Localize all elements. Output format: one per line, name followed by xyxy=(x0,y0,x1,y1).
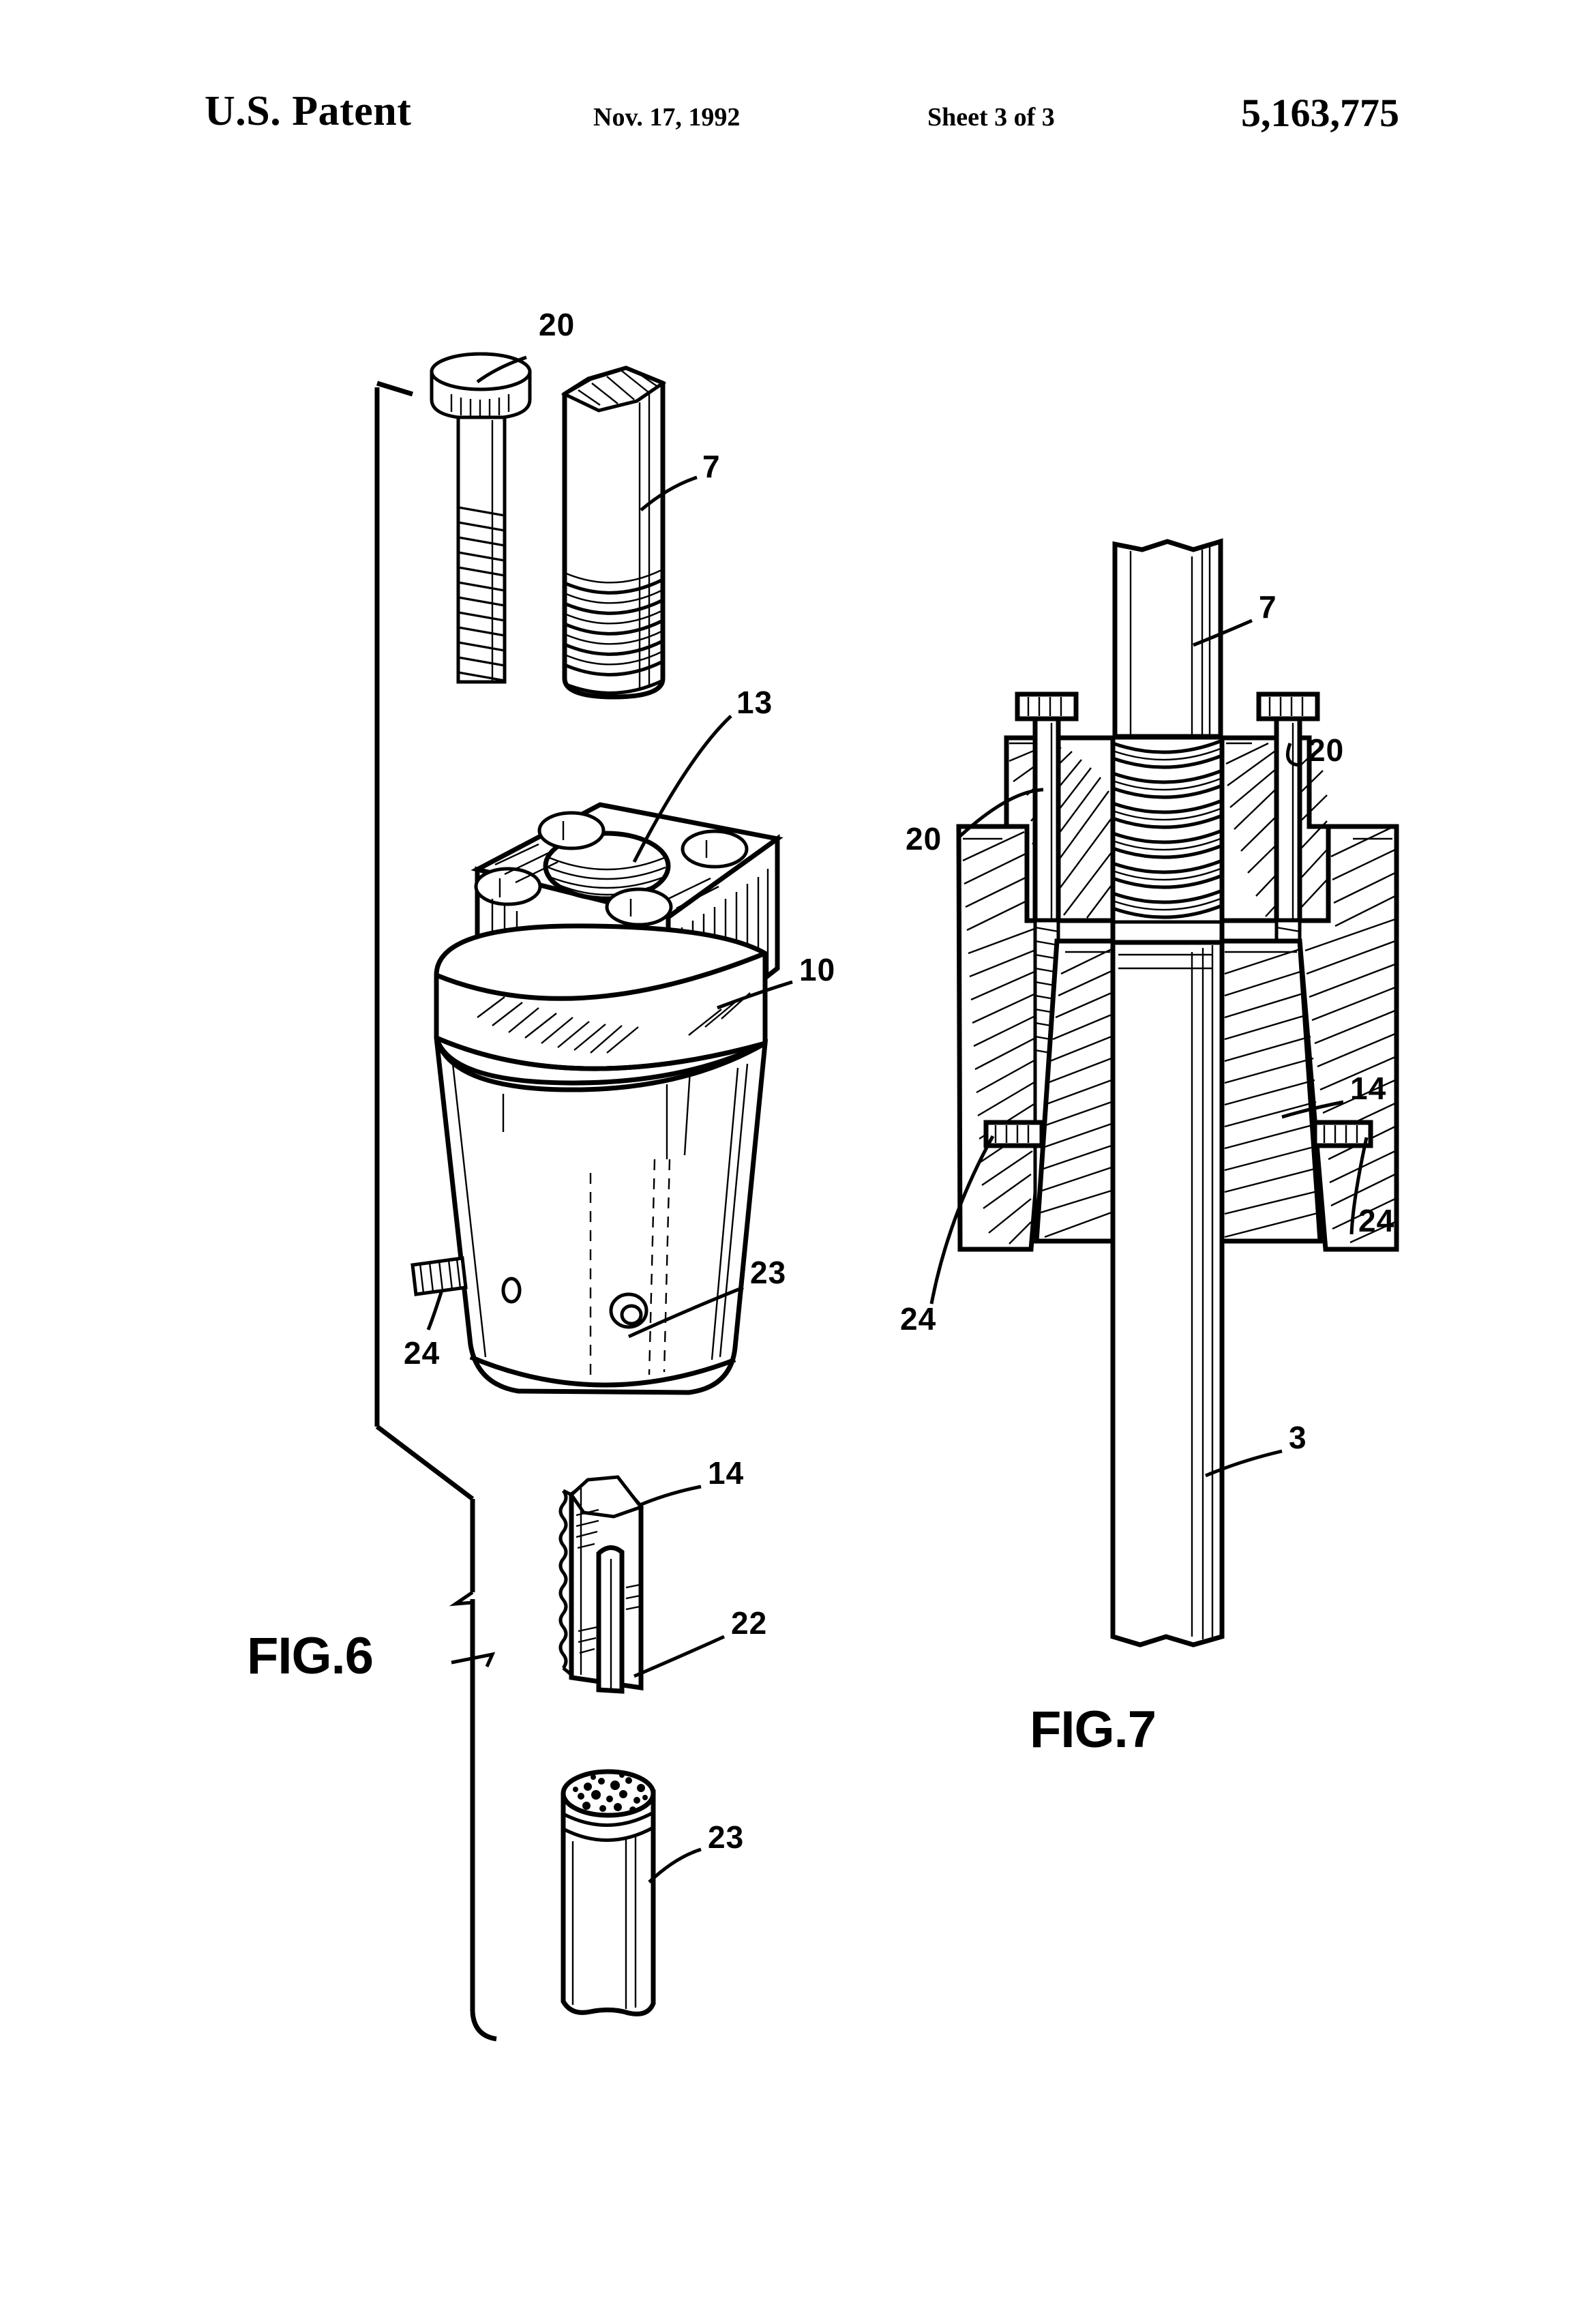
patent-office-title: U.S. Patent xyxy=(205,88,412,134)
figure-7-label: FIG.7 xyxy=(1030,1701,1156,1759)
seated-set-screw xyxy=(609,1292,648,1329)
callout-23-fig6-hidden: 23 xyxy=(750,1255,786,1290)
core-sample-23 xyxy=(561,1769,656,2016)
figure-6-bracket xyxy=(374,381,497,2042)
callout-13-fig6: 13 xyxy=(736,685,773,720)
set-screw-24-section-right xyxy=(1312,1120,1373,1148)
patent-number: 5,163,775 xyxy=(1241,91,1399,135)
figure-6-drawing: 20 7 13 10 23 24 14 22 23 xyxy=(374,307,835,2042)
callout-10-fig6: 10 xyxy=(799,952,835,987)
callout-20-fig7-left: 20 xyxy=(906,821,942,856)
rod-thread-section xyxy=(1111,736,1224,924)
figure-6-label: FIG.6 xyxy=(247,1627,373,1685)
callout-22-fig6: 22 xyxy=(731,1605,767,1641)
sheet-number: Sheet 3 of 3 xyxy=(927,103,1055,132)
figure-7-drawing: 7 20 20 14 24 24 3 xyxy=(900,538,1399,1648)
callout-7-fig6: 7 xyxy=(702,449,721,484)
callout-14-fig7: 14 xyxy=(1350,1071,1386,1106)
set-screw-24-section-left xyxy=(983,1120,1045,1148)
callout-14-fig6: 14 xyxy=(708,1455,744,1491)
callout-3-fig7: 3 xyxy=(1289,1420,1307,1455)
callout-24-fig6: 24 xyxy=(404,1335,440,1371)
callout-20-fig7-right: 20 xyxy=(1308,732,1344,768)
callout-7-fig7: 7 xyxy=(1259,589,1277,625)
cap-screw-bolt-20 xyxy=(430,352,532,684)
figure-7-label-wrap: FIG.7 xyxy=(1030,1698,1262,1783)
core-barrel-3 xyxy=(1110,940,1225,1648)
threaded-rod-7 xyxy=(561,366,667,700)
wedge-jaw-14-section xyxy=(1034,938,1323,1244)
wedge-jaw-14 xyxy=(558,1475,644,1694)
figure-6-label-wrap: FIG.6 xyxy=(247,1624,496,1710)
tapered-body-10 xyxy=(434,923,768,1395)
patent-header: U.S. Patent Nov. 17, 1992 Sheet 3 of 3 5… xyxy=(0,0,1582,164)
figure-7-callouts: 7 20 20 14 24 24 3 xyxy=(900,589,1394,1478)
callout-23-fig6: 23 xyxy=(708,1819,744,1855)
callout-24-fig7-right: 24 xyxy=(1358,1203,1394,1238)
patent-date: Nov. 17, 1992 xyxy=(593,103,741,132)
callout-24-fig7-left: 24 xyxy=(900,1301,936,1337)
figure-6-callouts: 20 7 13 10 23 24 14 22 23 xyxy=(404,307,835,1883)
set-screw-24 xyxy=(411,1256,468,1296)
callout-20-fig6: 20 xyxy=(539,307,575,342)
